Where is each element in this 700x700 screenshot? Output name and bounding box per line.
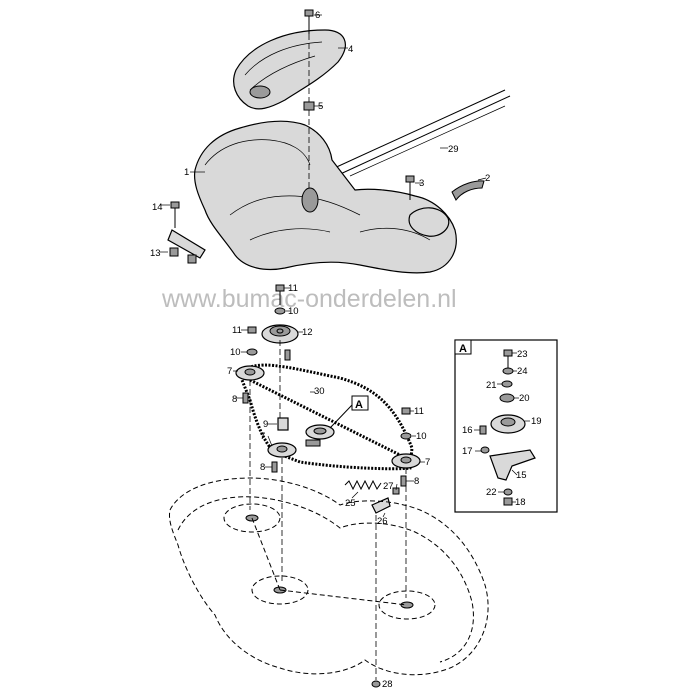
part-label-8-left: 8 — [232, 394, 237, 405]
part-label-1: 1 — [184, 167, 189, 178]
part-label-12: 12 — [302, 327, 313, 338]
idler-assembly-a — [305, 424, 335, 447]
part-label-7-right: 7 — [425, 457, 430, 468]
part-label-3: 3 — [419, 178, 424, 189]
part-label-6: 6 — [315, 10, 320, 21]
part-label-10-left: 10 — [230, 347, 241, 358]
part-label-28: 28 — [382, 679, 393, 690]
detail-a-title: A — [459, 343, 467, 355]
part-label-13: 13 — [150, 248, 161, 259]
part-label-16: 16 — [462, 425, 473, 436]
spacer-part-8-upper — [284, 349, 291, 361]
washer-part-22 — [503, 488, 513, 496]
part-label-11-top: 11 — [288, 283, 298, 294]
clip-parts-13-14 — [167, 201, 206, 264]
part-label-17: 17 — [462, 446, 473, 457]
arm-part-15 — [489, 449, 536, 481]
part-label-30: 30 — [314, 386, 325, 397]
part-label-5: 5 — [318, 101, 323, 112]
part-label-20: 20 — [519, 393, 530, 404]
part-label-10-top: 10 — [288, 306, 299, 317]
bolt-part-28 — [371, 680, 381, 688]
part-label-8-middle: 8 — [260, 462, 265, 473]
screw-part-3 — [405, 175, 415, 200]
part-label-27: 27 — [383, 481, 394, 492]
screw-part-6 — [304, 9, 314, 34]
part-label-7-left: 7 — [227, 366, 232, 377]
nut-part-18 — [503, 497, 513, 506]
detail-a-box: A — [454, 339, 558, 513]
spacer-part-8-right — [400, 475, 407, 487]
pulley-part-7-middle — [267, 442, 297, 458]
part-label-8-right: 8 — [414, 476, 419, 487]
washer-part-10-left — [246, 348, 258, 356]
bearing-part-20 — [499, 393, 515, 403]
pulley-part-19 — [490, 414, 526, 434]
callout-a-text: A — [355, 399, 363, 411]
nut-part-5 — [303, 101, 315, 111]
cover-part-4 — [233, 29, 346, 110]
bolt-part-16 — [479, 425, 487, 435]
part-label-24: 24 — [517, 366, 528, 377]
pulley-part-12 — [261, 324, 299, 344]
part-label-11-right: 11 — [414, 406, 424, 417]
pulley-part-7-right — [391, 453, 421, 469]
part-label-7-middle: 7 — [260, 431, 265, 442]
part-label-18: 18 — [515, 497, 526, 508]
part-label-10-right: 10 — [416, 431, 427, 442]
part-label-19: 19 — [531, 416, 542, 427]
part-label-11-left: 11 — [232, 325, 242, 336]
part-label-2: 2 — [485, 173, 490, 184]
bolt-part-11-left — [247, 326, 257, 334]
spring-part-25 — [344, 479, 382, 491]
bolt-part-23 — [503, 349, 513, 357]
bolt-part-11-top — [275, 284, 285, 292]
washer-part-21 — [501, 380, 513, 388]
washer-part-10-top — [274, 307, 286, 315]
part-label-23: 23 — [517, 349, 528, 360]
washer-part-10-right — [400, 432, 412, 440]
part-label-25: 25 — [345, 498, 356, 509]
spacer-part-9 — [277, 417, 289, 431]
pulley-part-7-left — [235, 365, 265, 381]
watermark-text: www.bumac-onderdelen.nl — [161, 285, 457, 313]
part-label-15: 15 — [516, 470, 527, 481]
leader-lines — [160, 14, 530, 518]
washer-part-17 — [480, 446, 490, 454]
bracket-part-2 — [451, 180, 485, 201]
bolt-part-11-right — [401, 407, 411, 415]
mower-deck — [169, 477, 489, 676]
washer-part-24 — [502, 367, 514, 375]
callout-a-box — [351, 395, 369, 411]
part-label-21: 21 — [486, 380, 497, 391]
part-label-14: 14 — [152, 202, 163, 213]
spacer-part-8-left — [242, 392, 249, 404]
bracket-part-26 — [371, 497, 391, 514]
part-label-9: 9 — [263, 419, 268, 430]
part-label-22: 22 — [486, 487, 497, 498]
part-label-29: 29 — [448, 144, 459, 155]
housing-part-1 — [193, 120, 457, 274]
part-label-4: 4 — [348, 44, 353, 55]
rod-29 — [329, 89, 511, 177]
spacer-part-8-middle — [271, 461, 278, 473]
part-label-26: 26 — [377, 516, 388, 527]
